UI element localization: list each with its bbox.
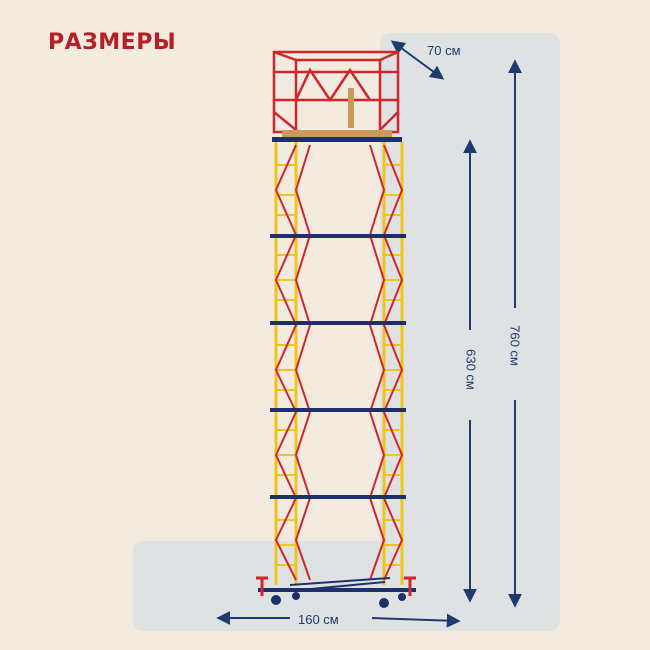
- wheels: [271, 592, 406, 608]
- width-dimension-arrow-right: [371, 613, 461, 628]
- platform-height-label: 630 см: [463, 349, 479, 390]
- outriggers: [256, 576, 416, 596]
- depth-dimension-label: 70 см: [427, 43, 461, 58]
- platform-deck: [282, 130, 392, 138]
- wheel-icon: [292, 592, 300, 600]
- wheel-icon: [271, 595, 281, 605]
- wheel-icon: [398, 593, 406, 601]
- page-title: РАЗМЕРЫ: [48, 30, 177, 55]
- base-braces: [289, 577, 391, 591]
- horizontal-beams: [258, 234, 416, 592]
- top-guard-frame: [272, 50, 400, 134]
- wheel-icon: [379, 598, 389, 608]
- top-hatch: [348, 88, 354, 128]
- total-height-label: 760 см: [507, 325, 523, 366]
- platform-beam: [272, 137, 402, 142]
- diagonal-braces: [274, 144, 404, 581]
- depth-dimension-arrow: [390, 40, 445, 80]
- width-dimension-label: 160 см: [298, 612, 339, 627]
